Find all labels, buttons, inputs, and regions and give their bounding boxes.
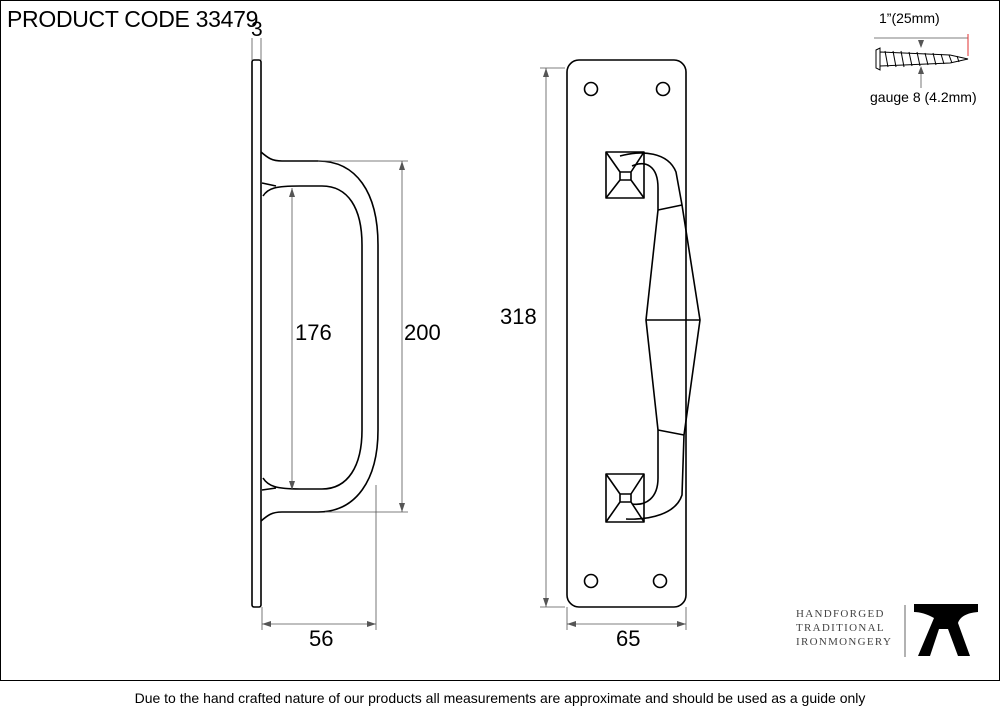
side-flange-bottom <box>261 487 277 491</box>
screw-gauge-label: gauge 8 (4.2mm) <box>870 89 977 105</box>
side-handle-inner <box>262 185 363 490</box>
logo-line: TRADITIONAL <box>796 622 885 634</box>
dimension-backplate-length: 318 <box>500 304 537 329</box>
side-backplate <box>251 59 262 608</box>
disclaimer-footer: Due to the hand crafted nature of our pr… <box>134 690 866 706</box>
screw-hole-bottom-left <box>583 573 599 589</box>
screw-length-label: 1”(25mm) <box>879 10 940 26</box>
front-handle-ridges <box>646 204 700 436</box>
screw-hole-top-left <box>583 81 599 97</box>
dimension-backplate-thickness: 3 <box>251 18 263 41</box>
screw-hole-top-right <box>655 81 671 97</box>
logo-text: HANDFORGED TRADITIONAL IRONMONGERY <box>796 607 892 649</box>
side-flange-top <box>261 182 277 187</box>
bottom-boss <box>605 473 645 523</box>
dimension-backplate-width: 65 <box>616 626 641 651</box>
front-handle-outer <box>619 152 701 520</box>
screw-icon <box>874 34 969 88</box>
logo-line: IRONMONGERY <box>796 636 893 648</box>
side-handle-outer <box>260 151 379 522</box>
bottom-boss-facets <box>605 473 645 523</box>
dimension-inner-length: 176 <box>295 320 332 345</box>
screw-hole-bottom-right <box>652 573 668 589</box>
product-code-title: PRODUCT CODE 33479 <box>7 6 259 32</box>
top-boss <box>605 151 645 199</box>
logo-line: HANDFORGED <box>796 608 885 620</box>
anvil-logo-icon <box>904 604 978 657</box>
front-handle-inner <box>631 163 659 506</box>
front-backplate <box>566 59 687 608</box>
top-boss-facets <box>605 151 645 199</box>
dimension-handle-length: 200 <box>404 320 441 345</box>
dimension-projection: 56 <box>309 626 334 651</box>
